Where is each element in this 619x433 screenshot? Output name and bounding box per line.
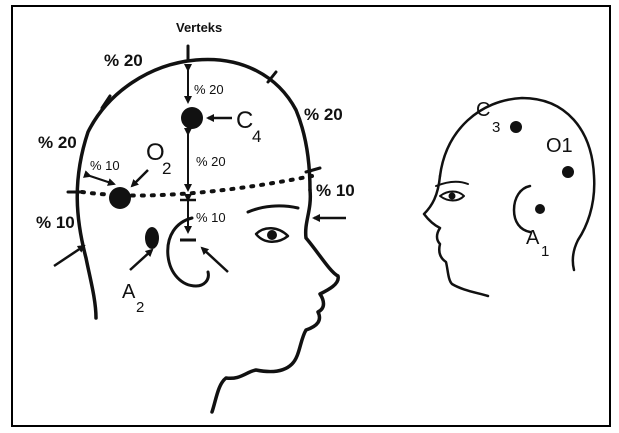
label-a1-letter: A xyxy=(526,227,540,249)
label-o2-sub: 2 xyxy=(162,159,171,178)
percent-upper-left: % 20 xyxy=(104,51,143,70)
electrode-c4-dot xyxy=(181,107,203,129)
percent-back-to-o2: % 10 xyxy=(90,158,120,173)
label-c3-letter: C xyxy=(476,99,490,121)
left-eye-pupil xyxy=(267,230,277,240)
percent-c4-to-line: % 20 xyxy=(196,154,226,169)
percent-left-mid: % 20 xyxy=(38,133,77,152)
label-a1-sub: 1 xyxy=(541,243,549,260)
percent-line-to-ear: % 10 xyxy=(196,210,226,225)
electrode-a2-dot xyxy=(145,227,159,249)
percent-left-low: % 10 xyxy=(36,213,75,232)
electrode-o2-dot xyxy=(109,187,131,209)
percent-upper-right: % 20 xyxy=(304,105,343,124)
label-c4-letter: C xyxy=(236,107,253,134)
electrode-o1-dot xyxy=(562,166,574,178)
electrode-a1-dot xyxy=(535,204,545,214)
right-eye-pupil xyxy=(449,193,456,200)
label-a2-sub: 2 xyxy=(136,299,144,316)
electrode-c3-dot xyxy=(510,121,522,133)
percent-right-low: % 10 xyxy=(316,181,355,200)
label-a2-letter: A xyxy=(122,281,136,303)
vertex-label: Verteks xyxy=(176,20,222,35)
label-c3-sub: 3 xyxy=(492,119,500,136)
label-c4-sub: 4 xyxy=(252,127,261,146)
percent-vertex-to-c4: % 20 xyxy=(194,82,224,97)
figure-frame xyxy=(12,6,610,426)
label-o1: O1 xyxy=(546,135,573,157)
